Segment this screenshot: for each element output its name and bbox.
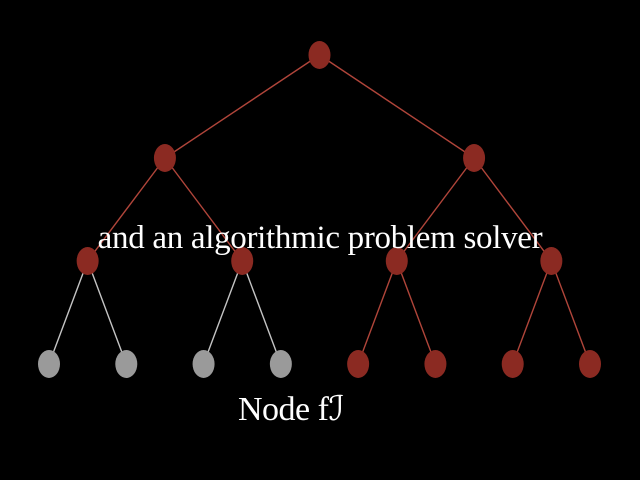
caption-text: and an algorithmic problem solver <box>97 220 543 256</box>
tree-node-inactive <box>192 350 215 378</box>
tree-edge-active <box>164 157 243 262</box>
tree-nodes <box>38 41 601 378</box>
tree-node-inactive <box>269 350 292 378</box>
tree-edge-active <box>164 54 320 159</box>
tree-edge-active <box>357 260 398 365</box>
tree-node-active <box>76 247 99 275</box>
tree-node-active <box>308 41 331 69</box>
tree-edge-active <box>319 54 475 159</box>
tree-node-active <box>231 247 254 275</box>
tree-node-active <box>153 144 176 172</box>
tree-edge-active <box>87 157 166 262</box>
tree-edge-inactive <box>241 260 282 365</box>
tree-node-active <box>463 144 486 172</box>
tree-edge-active <box>396 157 475 262</box>
tree-node-inactive <box>38 350 60 378</box>
tree-edge-inactive <box>86 260 127 365</box>
tree-edge-active <box>396 260 437 365</box>
tree-node-inactive <box>115 350 138 378</box>
tree-edge-active <box>550 260 591 365</box>
tree-edge-active <box>473 157 552 262</box>
tree-edge-active <box>512 260 553 365</box>
tree-node-active <box>579 350 601 378</box>
tree-edge-inactive <box>48 260 89 365</box>
tree-node-active <box>540 247 563 275</box>
tree-node-active <box>385 247 408 275</box>
tree-node-active <box>347 350 370 378</box>
tree-node-active <box>501 350 524 378</box>
tree-node-active <box>424 350 447 378</box>
tree-edge-inactive <box>202 260 243 365</box>
node-label: Node fℐ <box>238 391 344 428</box>
tree-edges <box>48 54 591 365</box>
